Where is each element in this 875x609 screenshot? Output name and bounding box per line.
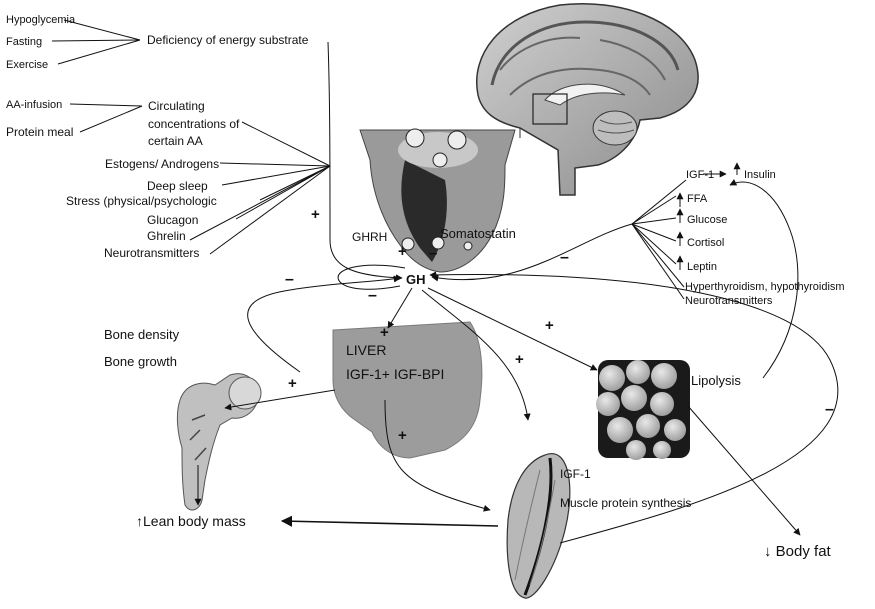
stimulus-hypoglycemia: Hypoglycemia [6,14,76,26]
plus-sign-bone: + [288,375,297,392]
bone-density-label: Bone density [104,327,180,342]
stimulus-glucagon: Glucagon [147,213,198,227]
energy-deficiency-label: Deficiency of energy substrate [147,33,309,47]
stimulus-aa-infusion: AA-infusion [6,99,62,111]
inhibitor-insulin: Insulin [744,169,776,181]
bone-illustration [177,374,261,510]
pituitary-illustration [360,129,515,272]
stimulus-neurotransmitters: Neurotransmitters [104,246,199,260]
brain-illustration [477,4,698,195]
stimulus-fasting: Fasting [6,36,42,48]
stimulus-stress: Stress (physical/psychologic [66,194,217,208]
ghrh-label: GHRH [352,230,387,244]
stimulus-protein-meal: Protein meal [6,125,73,139]
stimulus-estrogens-androgens: Estogens/ Androgens [105,157,219,171]
inhibitor-thyroid: Hyperthyroidism, hypothyroidism [685,281,845,293]
inhibitor-neurotransmitters: Neurotransmitters [685,295,773,307]
muscle-protein-synthesis-label: Muscle protein synthesis [560,496,691,510]
minus-sign-inhibitors: – [560,249,569,266]
liver-igf-label: IGF-1+ IGF-BPI [346,366,444,382]
plus-sign-liver: + [380,324,389,341]
aa-label-line-3: certain AA [148,134,203,148]
somatostatin-label: Somatostatin [440,226,516,241]
inhibitor-cortisol: Cortisol [687,237,724,249]
plus-sign-liver-muscle: + [398,427,407,444]
minus-sign-short-loop: – [368,287,377,304]
plus-sign-stimuli: + [311,206,320,223]
bone-growth-label: Bone growth [104,354,177,369]
stimulus-exercise: Exercise [6,59,48,71]
muscle-igf1-label: IGF-1 [560,467,591,481]
liver-label: LIVER [346,342,386,358]
body-fat-outcome: ↓ Body fat [764,543,832,560]
minus-sign-right-loop: – [825,401,834,418]
inhibitor-leptin: Leptin [687,261,717,273]
gh-label: GH [406,272,426,287]
inhibitor-ffa: FFA [687,193,708,205]
plus-sign-muscle: + [515,351,524,368]
lean-body-mass-outcome: ↑Lean body mass [136,513,246,529]
inhibitor-igf1: IGF-1 [686,169,714,181]
fat-cells-illustration [596,360,690,460]
stimulus-ghrelin: Ghrelin [147,229,186,243]
aa-label-line-1: Circulating [148,99,205,113]
aa-label-line-2: concentrations of [148,117,240,131]
plus-sign-ghrh: + [398,243,407,260]
plus-sign-fat: + [545,317,554,334]
minus-sign-left-loop: – [285,271,294,288]
minus-sign-somatostatin: – [429,245,437,262]
stimuli-connectors [52,20,402,278]
inhibitor-glucose: Glucose [687,214,727,226]
stimulus-deep-sleep: Deep sleep [147,179,208,193]
lipolysis-label: Lipolysis [691,373,741,388]
